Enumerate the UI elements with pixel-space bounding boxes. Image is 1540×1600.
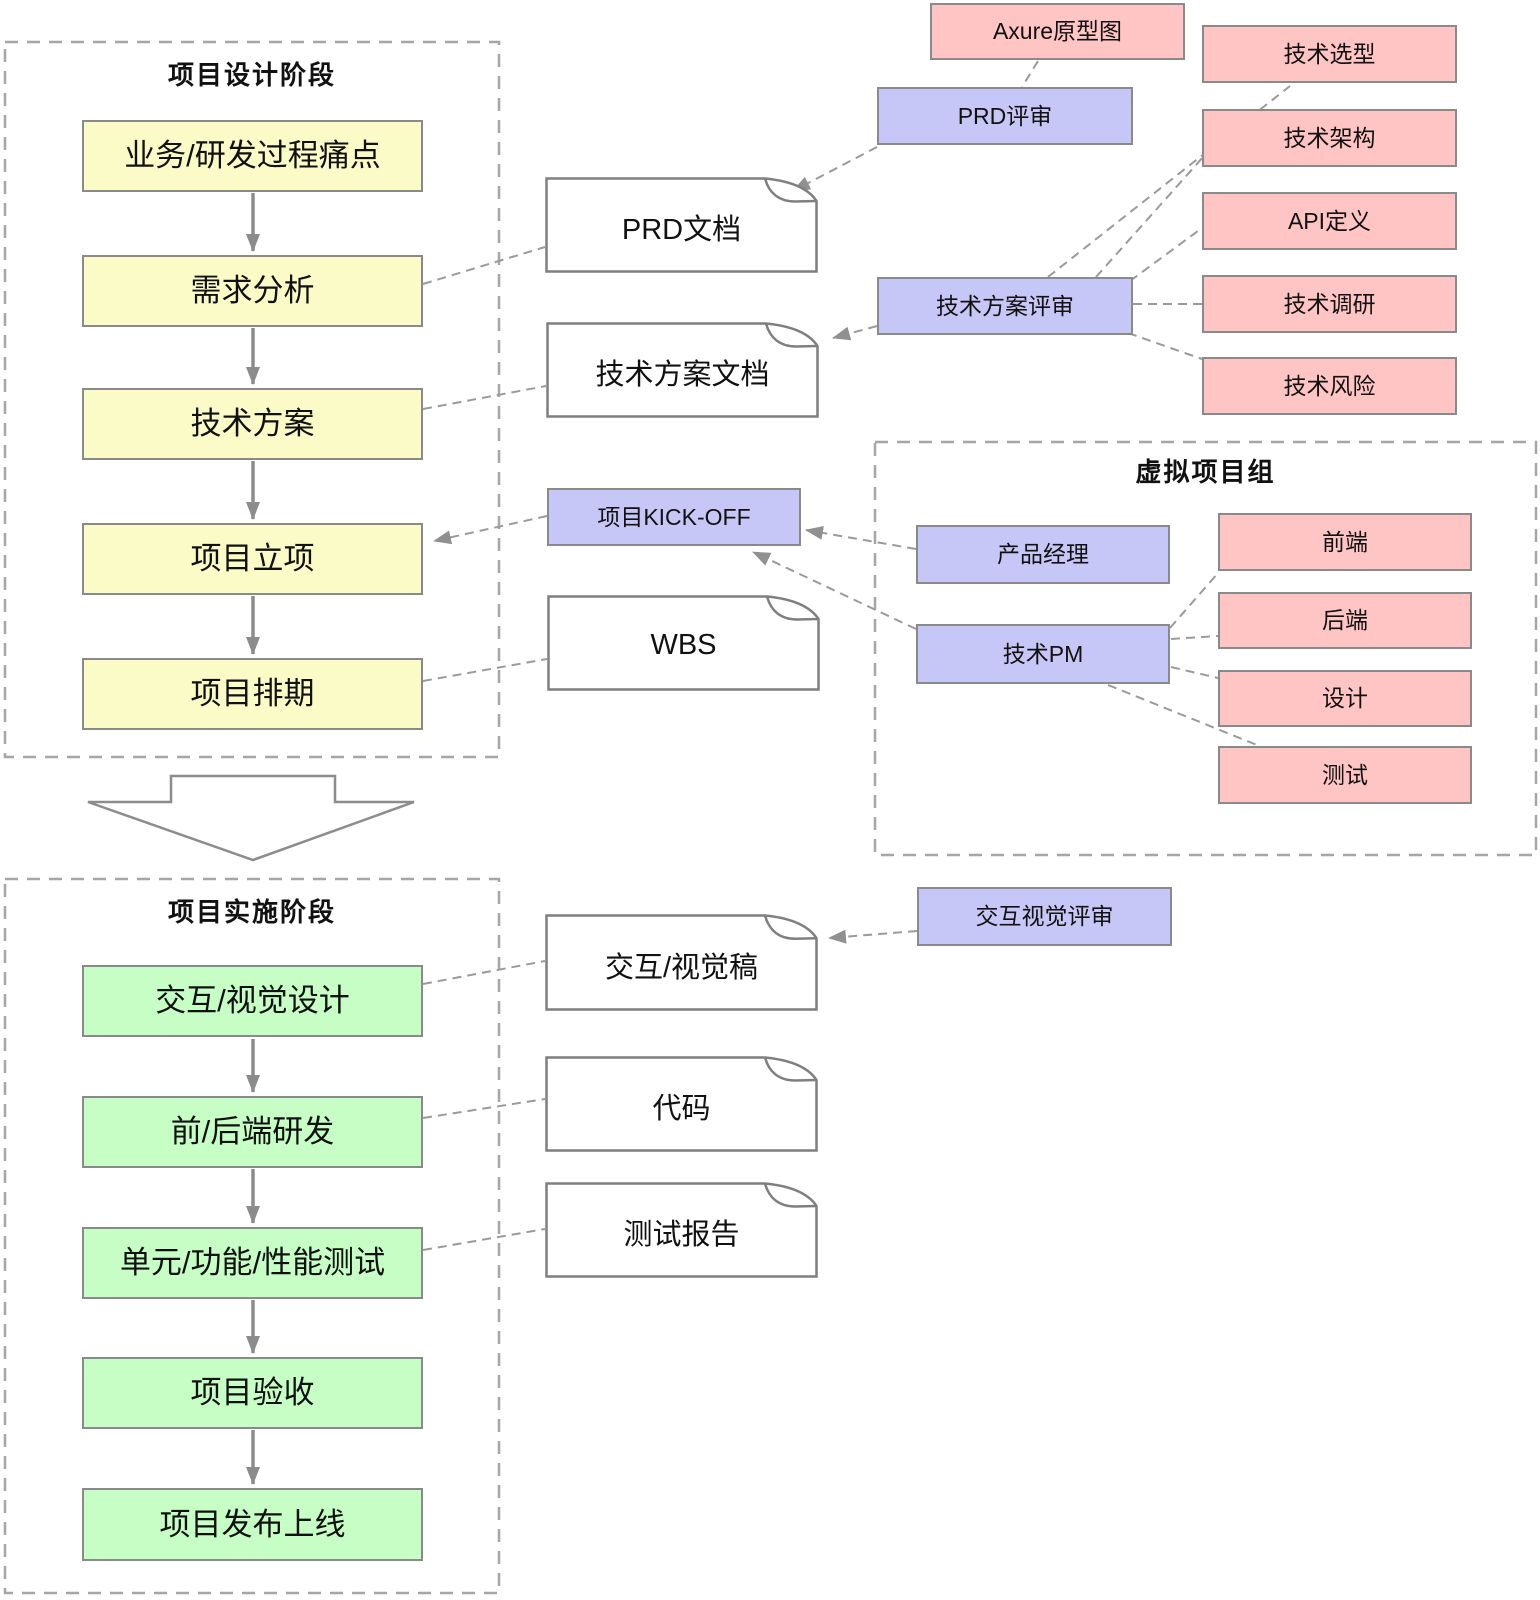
step-project-acceptance: 项目验收 [82,1357,423,1429]
member-testing-box: 测试 [1218,746,1472,804]
tech-research-box: 技术调研 [1202,275,1457,333]
connector-techreview-to-api [1129,227,1203,282]
doc-label: WBS [650,628,717,661]
document-shape [547,595,820,691]
step-pain-points: 业务/研发过程痛点 [82,120,423,192]
doc-test-report: 测试报告 [545,1182,818,1278]
kickoff-box: 项目KICK-OFF [547,488,801,546]
connector-techpm-to-frontend [1169,572,1219,629]
implementation-phase-title: 项目实施阶段 [167,897,336,927]
step-dev: 前/后端研发 [82,1096,423,1168]
connector-kickoff-to-approval [433,515,548,545]
document-shape [545,914,818,1011]
connector-pm-to-kickoff [805,525,917,550]
design-phase-title: 项目设计阶段 [167,60,336,90]
member-frontend-box: 前端 [1218,513,1472,571]
connector-axure-to-prdreview [1021,60,1039,88]
connector-dev-to-code [422,1098,546,1119]
connector-techreview-to-risk [1127,332,1203,360]
step-project-release: 项目发布上线 [82,1488,423,1561]
doc-label: 测试报告 [623,1219,740,1251]
member-backend-box: 后端 [1218,592,1472,649]
doc-code: 代码 [545,1056,818,1152]
connector-techplan-to-techdoc [422,385,547,410]
connector-techpm-to-design [1170,666,1219,679]
product-manager-box: 产品经理 [916,525,1170,584]
connector-techreview-to-techdoc [832,325,878,341]
prd-review-box: PRD评审 [877,87,1133,145]
step-tech-plan: 技术方案 [82,388,423,460]
step-project-approval: 项目立项 [82,523,423,595]
tech-risk-box: 技术风险 [1202,357,1457,415]
design-phase-group-border [3,40,501,759]
tech-pm-box: 技术PM [916,624,1170,684]
doc-label: 技术方案文档 [595,359,770,391]
implementation-phase-group-border [3,877,501,1595]
axure-prototype-box: Axure原型图 [930,3,1185,60]
connector-techpm-to-kickoff [752,551,917,630]
connector-techreview-to-architecture [1095,155,1205,278]
connector-techpm-to-backend [1170,635,1219,640]
member-design-box: 设计 [1218,670,1472,727]
ux-review-box: 交互视觉评审 [917,887,1172,946]
virtual-team-group-border [873,440,1538,857]
connector-scheduling-to-wbs [422,658,548,682]
connector-uxdesign-to-uxdraft [422,960,546,985]
document-shape [546,322,819,418]
tech-architecture-box: 技术架构 [1202,109,1457,167]
doc-prd: PRD文档 [545,177,818,273]
step-project-scheduling: 项目排期 [82,658,423,730]
step-unit-func-perf-testing: 单元/功能/性能测试 [82,1227,423,1299]
doc-label: 代码 [652,1093,711,1125]
doc-wbs: WBS [547,595,820,691]
phase-transition-arrow [87,774,415,862]
document-shape [545,1182,818,1278]
connector-prdreview-to-prddoc [792,146,878,192]
doc-ux-draft: 交互/视觉稿 [545,914,818,1011]
step-requirement-analysis: 需求分析 [82,255,423,327]
api-definition-box: API定义 [1202,192,1457,250]
virtual-team-title: 虚拟项目组 [1135,457,1276,487]
doc-label: PRD文档 [621,214,742,246]
connector-uxreview-to-uxdraft [828,929,918,944]
document-shape [545,177,818,273]
step-ux-design: 交互/视觉设计 [82,965,423,1037]
connector-testing-to-report [422,1228,546,1251]
doc-tech-plan: 技术方案文档 [546,322,819,418]
doc-label: 交互/视觉稿 [604,951,759,984]
document-shape [545,1056,818,1152]
tech-selection-box: 技术选型 [1202,25,1457,83]
tech-plan-review-box: 技术方案评审 [877,277,1133,335]
connector-techpm-to-testing [1107,684,1263,748]
connector-analysis-to-prddoc [422,246,546,285]
